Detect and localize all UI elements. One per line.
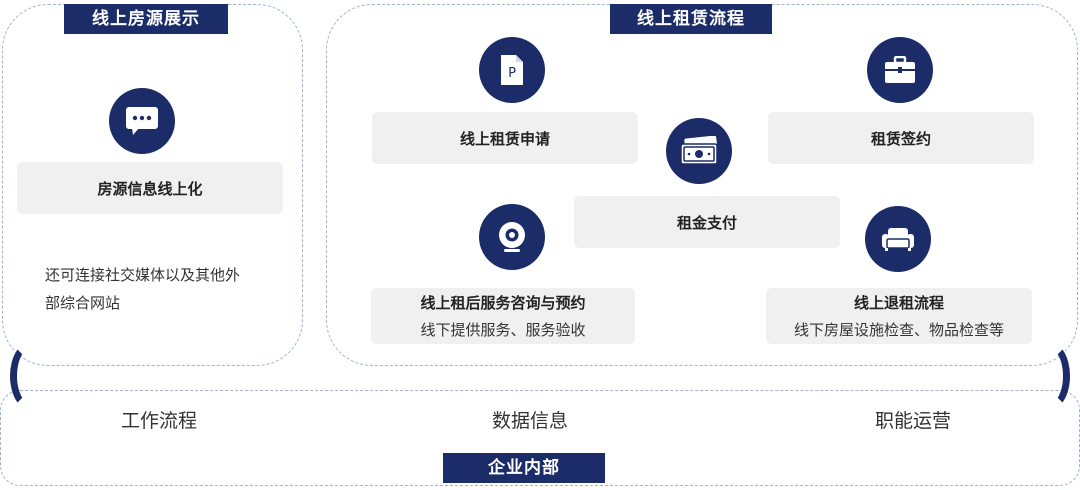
webcam-icon — [479, 204, 545, 270]
bottom-item-data-info: 数据信息 — [492, 410, 569, 432]
rental-process-title: 线上租赁流程 — [610, 4, 772, 34]
listing-note: 还可连接社交媒体以及其他外 部综合网站 — [45, 261, 240, 317]
listing-note-line2: 部综合网站 — [45, 294, 121, 312]
listing-online-label: 房源信息线上化 — [97, 179, 203, 198]
listing-online-box: 房源信息线上化 — [17, 162, 283, 214]
left-bracket-icon — [10, 342, 50, 410]
step-rent-payment: 租金支付 — [574, 196, 840, 248]
step-rent-payment-label: 租金支付 — [676, 213, 737, 232]
enterprise-internal-title: 企业内部 — [443, 453, 605, 483]
step-post-lease-service-sub: 线下提供服务、服务验收 — [420, 321, 586, 339]
bottom-item-operations: 职能运营 — [875, 410, 952, 432]
step-lease-signing-label: 租赁签约 — [870, 129, 931, 148]
bottom-item-workflow: 工作流程 — [121, 410, 198, 432]
step-post-lease-service: 线上租后服务咨询与预约 线下提供服务、服务验收 — [371, 288, 635, 344]
listing-display-title: 线上房源展示 — [64, 4, 228, 34]
step-move-out-label: 线上退租流程 — [853, 294, 944, 312]
step-lease-signing: 租赁签约 — [768, 112, 1034, 164]
chat-bubble-icon — [109, 88, 175, 154]
svg-text:P: P — [508, 66, 516, 81]
right-bracket-icon — [1030, 342, 1070, 410]
step-online-application: 线上租赁申请 — [372, 112, 638, 164]
sofa-icon — [865, 206, 931, 272]
listing-note-line1: 还可连接社交媒体以及其他外 — [45, 266, 241, 284]
cash-icon — [666, 118, 732, 184]
step-move-out: 线上退租流程 线下房屋设施检查、物品检查等 — [766, 288, 1032, 344]
step-online-application-label: 线上租赁申请 — [459, 129, 550, 148]
briefcase-icon — [867, 37, 933, 103]
step-post-lease-service-label: 线上租后服务咨询与预约 — [420, 294, 586, 312]
step-move-out-sub: 线下房屋设施检查、物品检查等 — [793, 321, 1004, 339]
document-p-icon: P — [479, 37, 545, 103]
